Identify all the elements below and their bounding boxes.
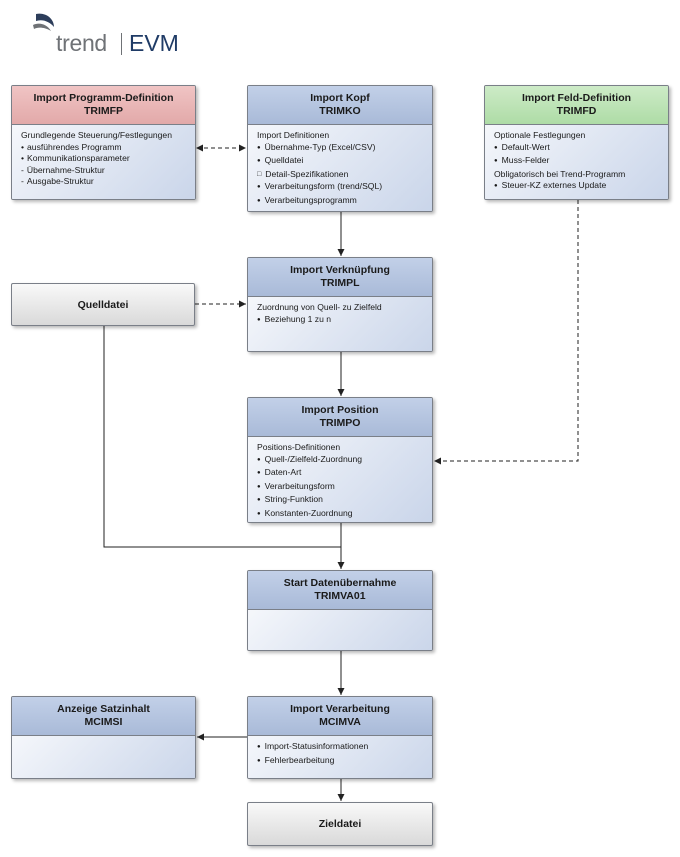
- trimfp-line: Ausgabe-Struktur: [21, 176, 186, 188]
- trimfd-code: TRIMFD: [556, 105, 597, 117]
- trimfp-line: Kommunikationsparameter: [21, 153, 186, 165]
- trimko-title: Import Kopf: [310, 92, 370, 104]
- trimko-line: Verarbeitungsprogramm: [257, 195, 423, 209]
- trimpl-code: TRIMPL: [320, 277, 360, 289]
- trimko-line: Quelldatei: [257, 155, 423, 169]
- trimfp-line: Grundlegende Steuerung/Festlegungen: [21, 130, 172, 140]
- trimfd-line: Optionale Festlegungen: [494, 130, 586, 140]
- box-quelldatei: Quelldatei: [11, 283, 195, 326]
- trimpo-line: String-Funktion: [257, 494, 423, 508]
- trimpo-line: Quell-/Zielfeld-Zuordnung: [257, 454, 423, 468]
- trend-evm-logo: trend EVM: [30, 10, 210, 60]
- trimko-line: Verarbeitungsform (trend/SQL): [257, 181, 423, 195]
- mcimva-line: Import-Statusinformationen: [257, 741, 423, 755]
- trimpl-body: Zuordnung von Quell- zu ZielfeldBeziehun…: [248, 297, 432, 351]
- trimfd-title: Import Feld-Definition: [521, 92, 632, 104]
- arrow-trimfd-trimpo: [434, 200, 579, 465]
- trimpo-line: Positions-Definitionen: [257, 442, 341, 452]
- trimfd-line: Default-Wert: [494, 142, 659, 156]
- trimfp-body: Grundlegende Steuerung/Festlegungen ausfü…: [12, 125, 195, 199]
- trimfp-code: TRIMFP: [83, 105, 124, 117]
- trimko-line: Detail-Spezifikationen: [257, 169, 423, 182]
- trimko-line: Import Definitionen: [257, 130, 330, 140]
- trimpl-title: Import Verknüpfung: [290, 264, 390, 276]
- mcimva-line: Fehlerbearbeitung: [257, 755, 423, 769]
- trimpo-title: Import Position: [301, 404, 379, 416]
- logo-separator: [121, 33, 122, 55]
- trimva01-body: [248, 610, 432, 650]
- box-mcimva: Import VerarbeitungMCIMVAImport-Statusin…: [247, 696, 433, 779]
- mcimsi-body: [12, 736, 195, 778]
- mcimva-body: Import-StatusinformationenFehlerbearbeit…: [248, 736, 432, 778]
- mcimsi-title: Anzeige Satzinhalt: [57, 703, 150, 715]
- mcimva-code: MCIMVA: [319, 716, 361, 728]
- logo-brand-text: trend: [56, 30, 107, 56]
- trimfp-title: Import Programm-Definition: [33, 92, 174, 104]
- mcimsi-code: MCIMSI: [84, 716, 123, 728]
- logo-product-text: EVM: [129, 30, 179, 56]
- trimpo-line: Konstanten-Zuordnung: [257, 508, 423, 522]
- logo-mark-icon: [33, 13, 54, 31]
- box-zieldatei: Zieldatei: [247, 802, 433, 846]
- trimfd-line: Obligatorisch bei Trend-Programm: [494, 168, 626, 179]
- trimfp-line: Übernahme-Struktur: [21, 165, 186, 177]
- trimfp-line: ausführendes Programm: [21, 142, 186, 154]
- zieldatei-label: Zieldatei: [318, 818, 362, 830]
- trimfd-line: Steuer-KZ externes Update: [494, 180, 659, 194]
- trimpo-line: Daten-Art: [257, 467, 423, 481]
- trimfd-line: Muss-Felder: [494, 155, 659, 169]
- quelldatei-label: Quelldatei: [77, 298, 129, 311]
- trimpo-body: Positions-DefinitionenQuell-/Zielfeld-Zu…: [248, 437, 432, 522]
- trimko-code: TRIMKO: [319, 105, 361, 117]
- trimko-line: Übernahme-Typ (Excel/CSV): [257, 142, 423, 156]
- trimpo-line: Verarbeitungsform: [257, 481, 423, 495]
- trimpl-line: Zuordnung von Quell- zu Zielfeld: [257, 302, 382, 312]
- trimpl-line: Beziehung 1 zu n: [257, 314, 423, 328]
- trimva01-title: Start Datenübernahme: [283, 577, 397, 589]
- trimpo-code: TRIMPO: [319, 417, 361, 429]
- line-quelldatei-down: [103, 326, 341, 548]
- trimva01-code: TRIMVA01: [314, 590, 366, 602]
- trimko-body: Import DefinitionenÜbernahme-Typ (Excel/…: [248, 125, 432, 211]
- trimfd-body: Optionale FestlegungenDefault-WertMuss-F…: [485, 125, 668, 199]
- mcimva-title: Import Verarbeitung: [290, 703, 390, 715]
